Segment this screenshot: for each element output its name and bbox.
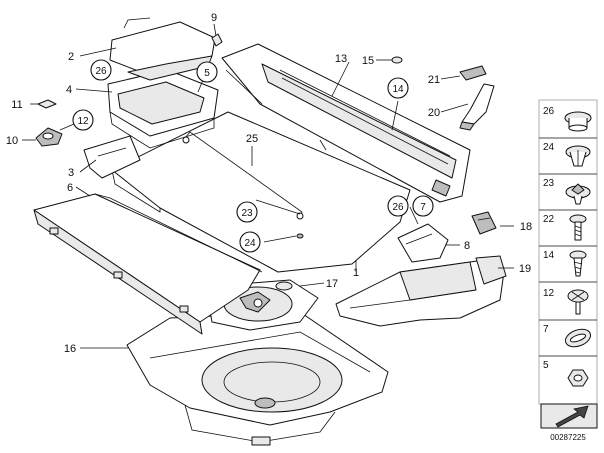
drawing-number: 00287225	[550, 433, 586, 442]
clip-icon	[565, 145, 591, 167]
storage-lid	[109, 17, 216, 81]
tapping-screw-icon	[569, 250, 587, 277]
bracket-part-8	[397, 223, 449, 263]
fastener-legend: 26 24 23 22 14 12 7 5	[538, 99, 598, 442]
callout-12: 12	[77, 116, 89, 127]
callout-17: 17	[326, 278, 338, 290]
callout-13: 13	[335, 53, 347, 65]
legend-label-24: 24	[543, 142, 555, 153]
callout-labels: 9 2 26 4 5 11 12 10 3 6 25 13 15 14 21 2…	[6, 12, 532, 355]
callout-21: 21	[428, 74, 440, 86]
expanding-rivet-icon	[565, 183, 591, 205]
trunk-floor-panel	[111, 111, 411, 273]
callout-8: 8	[464, 240, 470, 252]
callout-11: 11	[11, 99, 22, 111]
callout-4: 4	[66, 84, 72, 96]
plug-icon	[564, 111, 592, 132]
callout-25: 25	[246, 133, 258, 145]
direction-arrow-icon	[540, 403, 598, 429]
spare-wheel-well	[126, 311, 389, 446]
legend-label-12: 12	[543, 288, 555, 299]
oval-grommet-icon	[564, 328, 592, 348]
clip-part-18	[471, 211, 497, 235]
callout-16: 16	[64, 343, 76, 355]
callout-26-mid: 26	[392, 202, 404, 213]
callout-23: 23	[241, 208, 253, 219]
callout-20: 20	[428, 107, 440, 119]
hook-part-20	[459, 83, 495, 131]
hex-nut-icon	[567, 369, 589, 387]
screw-icon	[569, 214, 587, 241]
storage-box	[107, 69, 219, 149]
legend-label-7: 7	[543, 324, 549, 335]
callout-15: 15	[362, 55, 374, 67]
callout-1: 1	[353, 267, 359, 279]
callout-2: 2	[68, 51, 74, 63]
oval-head-screw-icon	[567, 289, 589, 315]
callout-18: 18	[520, 221, 532, 233]
legend-label-14: 14	[543, 250, 555, 261]
legend-label-5: 5	[543, 360, 549, 371]
floor-support	[335, 255, 507, 327]
callout-10: 10	[6, 135, 18, 147]
callout-3: 3	[68, 167, 74, 179]
hook-part-21	[459, 65, 487, 81]
rear-trim-panel	[221, 43, 471, 203]
leader-lines	[22, 23, 514, 349]
legend-label-22: 22	[543, 214, 555, 225]
callout-5: 5	[204, 68, 210, 79]
grommet-part-15	[391, 56, 403, 64]
callout-14: 14	[392, 84, 404, 95]
legend-label-26: 26	[543, 106, 555, 117]
callout-9: 9	[211, 12, 217, 24]
callout-26-top: 26	[95, 66, 107, 77]
callout-7: 7	[420, 202, 426, 213]
callout-24: 24	[244, 238, 256, 249]
legend-label-23: 23	[543, 178, 555, 189]
pad-part-11	[37, 99, 57, 109]
callout-6: 6	[67, 182, 73, 194]
callout-19: 19	[519, 263, 531, 275]
callout-circles	[72, 59, 434, 253]
bracket-part-10	[35, 127, 63, 147]
side-trim-panel	[33, 193, 263, 335]
